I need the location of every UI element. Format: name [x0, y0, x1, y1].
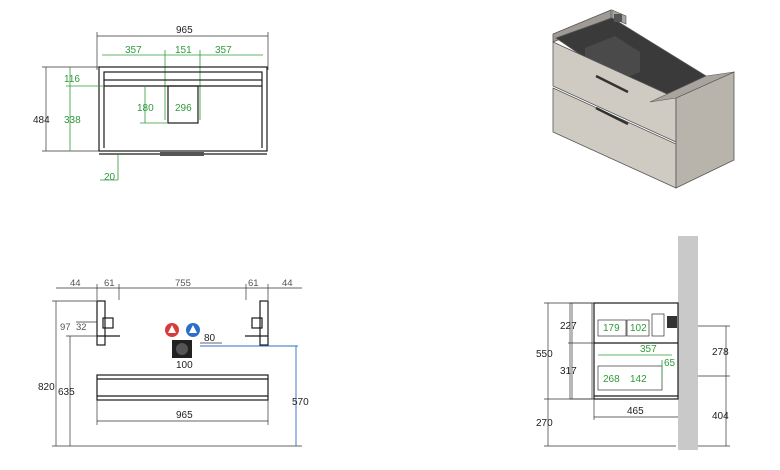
- side-height-label: 550: [536, 349, 553, 360]
- side-wall-upper-label: 278: [712, 347, 729, 358]
- right-bracket: [259, 300, 269, 346]
- front-total-height-label: 820: [38, 382, 55, 393]
- front-left-gap-label: 44: [70, 278, 81, 289]
- top-overall-width-label: 965: [176, 25, 193, 36]
- lower-handle: [595, 106, 629, 126]
- wall: [678, 236, 698, 450]
- top-cabinet-outline: [98, 66, 268, 152]
- top-section-right-label: 357: [215, 45, 232, 56]
- side-lower-offset-label: 65: [664, 358, 676, 369]
- front-drain-width-label: 100: [176, 360, 193, 371]
- side-upper-drawer-label: 227: [560, 321, 577, 332]
- front-cabinet-height-label: 635: [58, 387, 75, 398]
- front-bracket-height-label: 97: [60, 322, 71, 333]
- front-bracket-offset-label: 32: [76, 322, 87, 333]
- front-right-bracket-label: 61: [248, 278, 259, 289]
- side-bracket-icon: [667, 316, 677, 328]
- side-cabinet-outline: [593, 302, 679, 400]
- top-section-center-label: 151: [175, 45, 192, 56]
- top-depth-label: 484: [33, 115, 50, 126]
- mounting-bracket-icon: [614, 14, 622, 22]
- side-drawer-depth-label: 357: [640, 344, 657, 355]
- top-rail: [160, 152, 204, 156]
- front-water-height-label: 570: [292, 397, 309, 408]
- top-top-depth-label: 116: [64, 74, 80, 85]
- top-overhang-label: 20: [104, 172, 116, 183]
- side-upper-inner-a-label: 179: [603, 323, 620, 334]
- side-lower-drawer-label: 317: [560, 366, 577, 377]
- top-view: 965 357 151 357 484 116 338 180 296: [33, 25, 269, 183]
- top-cutout-width-label: 296: [175, 103, 192, 114]
- left-bracket: [96, 300, 106, 346]
- top-lower-depth-label: 338: [64, 115, 81, 126]
- upper-handle: [595, 74, 629, 94]
- top-cutout-height-label: 180: [137, 103, 154, 114]
- top-cutout: [167, 85, 199, 124]
- front-base-width-label: 965: [176, 410, 193, 421]
- front-cabinet-outline: [96, 374, 269, 401]
- front-left-bracket-label: 61: [104, 278, 115, 289]
- front-inner-width-label: 755: [175, 278, 191, 289]
- side-cabinet-depth-label: 465: [627, 406, 644, 417]
- front-view: 44 61 755 61 44 80 100 965: [38, 278, 309, 447]
- top-section-left-label: 357: [125, 45, 142, 56]
- side-upper-inner-b-label: 102: [630, 323, 647, 334]
- front-right-gap-label: 44: [282, 278, 293, 289]
- cabinet-3d-render: [552, 9, 735, 189]
- side-floor-gap-label: 270: [536, 418, 553, 429]
- side-lower-inner-a-label: 268: [603, 374, 620, 385]
- side-view: 179 102 357 65 268 142 550 270 227 317 4…: [536, 236, 730, 450]
- side-wall-lower-label: 404: [712, 411, 729, 422]
- side-lower-inner-b-label: 142: [630, 374, 647, 385]
- front-outlet-width-label: 80: [204, 333, 216, 344]
